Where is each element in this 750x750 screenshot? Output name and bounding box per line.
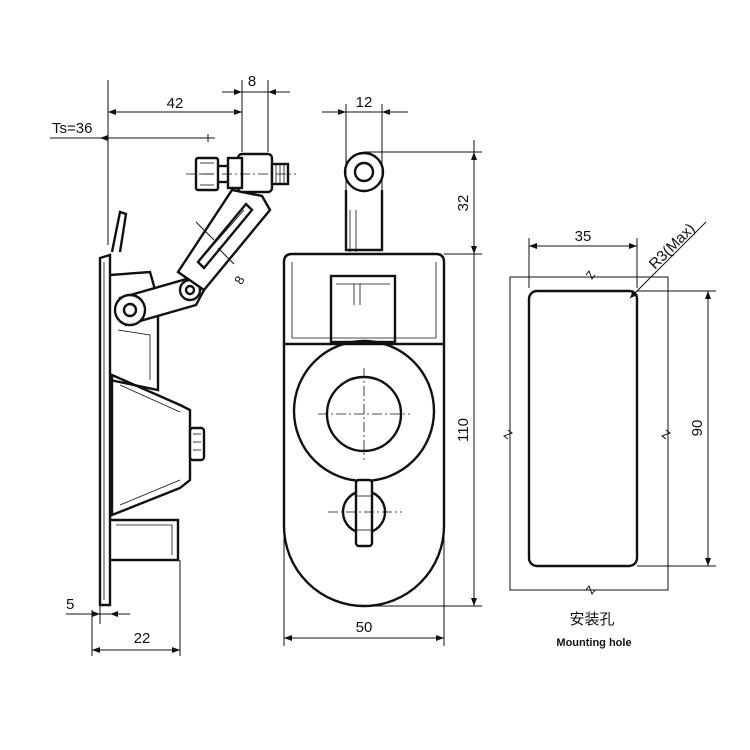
dim-r3: R3(Max) (646, 220, 699, 273)
dim-110: 110 (455, 418, 472, 442)
dim-90: 90 (689, 420, 706, 437)
mounting-hole-view (502, 269, 672, 596)
dim-8-top: 8 (248, 73, 256, 90)
front-view-dimensions: 12 32 110 50 (283, 94, 482, 646)
mounting-hole-caption-cn: 安装孔 (569, 610, 614, 628)
dim-22: 22 (134, 630, 151, 647)
dim-42: 42 (167, 95, 184, 112)
dim-50: 50 (356, 619, 373, 636)
side-view-dimensions: 42 8 Ts=36 8 5 22 (50, 73, 290, 656)
mounting-hole-dimensions: 35 R3(Max) 90 (528, 220, 716, 567)
dim-8-slot: 8 (231, 273, 248, 287)
dim-12: 12 (356, 94, 373, 111)
dim-32: 32 (455, 195, 472, 212)
side-view (98, 152, 296, 607)
dim-ts: Ts=36 (52, 120, 92, 137)
dim-5: 5 (66, 596, 74, 613)
front-view (282, 151, 446, 608)
mounting-hole-caption-en: Mounting hole (556, 637, 631, 649)
dim-35: 35 (575, 228, 592, 245)
